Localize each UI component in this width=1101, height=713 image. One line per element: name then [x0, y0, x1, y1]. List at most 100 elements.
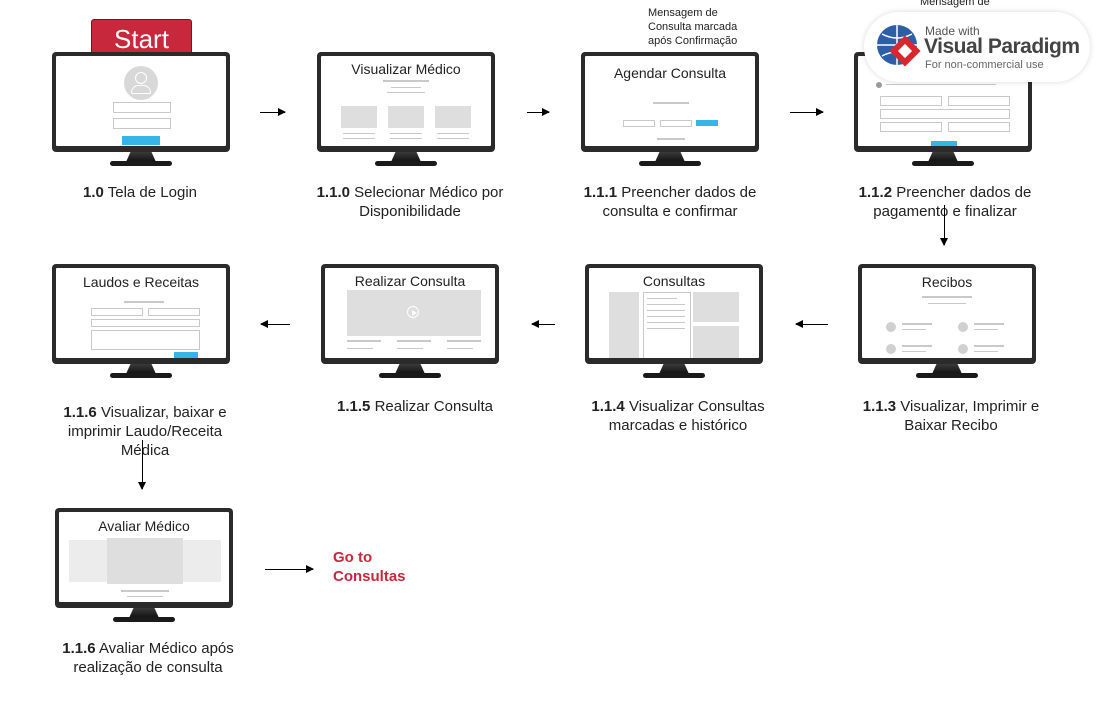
caption-laudos-receitas: 1.1.6 Visualizar, baixar e imprimir Laud… [30, 403, 260, 460]
caption-text: Tela de Login [107, 184, 197, 201]
goto-line: Consultas [333, 568, 406, 585]
confirm-button[interactable] [696, 120, 718, 126]
password-field[interactable] [113, 118, 171, 129]
flow-arrow [260, 320, 290, 328]
caption-text: Preencher dados de [896, 184, 1032, 201]
monitor-frame: Realizar Consulta [321, 264, 499, 364]
date-field[interactable] [623, 120, 655, 127]
screen-title: Consultas [642, 273, 706, 289]
screen-realizar-consulta[interactable]: Realizar Consulta [321, 264, 499, 384]
finish-button[interactable] [931, 141, 957, 146]
watermark-sub: For non-commercial use [925, 59, 1044, 71]
card-number-field[interactable] [880, 109, 1010, 119]
caption-text: Preencher dados de [621, 184, 757, 201]
visual-paradigm-watermark: Made with Visual Paradigm For non-commer… [864, 12, 1090, 82]
caption-number: 1.1.3 [862, 398, 897, 415]
caption-recibos: 1.1.3 Visualizar, Imprimir e Baixar Reci… [836, 397, 1066, 435]
form-field[interactable] [148, 308, 200, 316]
doctor-photo [107, 538, 183, 584]
caption-number: 1.1.2 [858, 184, 893, 201]
confirmation-note: Mensagem de Consulta marcada após Confir… [648, 6, 737, 48]
monitor-frame: Visualizar Médico [317, 52, 495, 152]
flow-arrow [795, 320, 828, 328]
doctor-card[interactable] [388, 106, 424, 128]
goto-line: Go to [333, 549, 373, 566]
monitor-frame: Recibos [858, 264, 1036, 364]
screen-visualizar-medico[interactable]: Visualizar Médico [317, 52, 495, 172]
monitor-frame: Agendar Consulta [581, 52, 759, 152]
monitor-frame: Laudos e Receitas [52, 264, 230, 364]
caption-visualizar-medico: 1.1.0 Selecionar Médico por Disponibilid… [295, 183, 525, 221]
flow-arrow [531, 320, 555, 328]
caption-realizar-consulta: 1.1.5 Realizar Consulta [300, 397, 530, 416]
goto-consultas-link[interactable]: Go to Consultas [333, 548, 406, 586]
visual-paradigm-logo-icon [877, 25, 921, 67]
screen-login[interactable] [52, 52, 230, 172]
caption-pagamento: 1.1.2 Preencher dados de pagamento e fin… [830, 183, 1060, 221]
caption-consultas: 1.1.4 Visualizar Consultas marcadas e hi… [563, 397, 793, 435]
caption-text: Visualizar, Imprimir e [900, 398, 1040, 415]
note-line: Mensagem de [920, 0, 990, 8]
caption-text: Visualizar, baixar e [100, 404, 227, 421]
download-button[interactable] [174, 352, 198, 358]
flow-arrow [790, 108, 824, 116]
note-line: Consulta marcada [648, 21, 738, 33]
time-field[interactable] [660, 120, 692, 127]
consultation-list[interactable] [643, 292, 691, 358]
video-thumbnail[interactable] [693, 326, 739, 358]
payment-field[interactable] [948, 122, 1010, 132]
caption-text: Selecionar Médico por [354, 184, 504, 201]
caption-number: 1.1.6 [62, 640, 96, 657]
screen-title: Avaliar Médico [98, 518, 190, 534]
form-field[interactable] [91, 319, 200, 327]
screen-recibos[interactable]: Recibos [858, 264, 1036, 384]
text-area[interactable] [91, 330, 200, 350]
monitor-frame: Consultas [585, 264, 763, 364]
play-icon[interactable] [407, 306, 419, 318]
caption-agendar-consulta: 1.1.1 Preencher dados de consulta e conf… [555, 183, 785, 221]
clipped-note: Mensagem de [920, 0, 990, 8]
payment-field[interactable] [880, 122, 942, 132]
caption-avaliar-medico: 1.1.6 Avaliar Médico após realização de … [33, 639, 263, 677]
screen-title: Laudos e Receitas [83, 274, 199, 290]
doctor-card[interactable] [341, 106, 377, 128]
flow-arrow-down [940, 205, 948, 246]
caption-text: Avaliar Médico após [98, 640, 234, 657]
caption-text: consulta e confirmar [602, 203, 738, 220]
caption-text: marcadas e histórico [608, 417, 748, 434]
screen-title: Recibos [921, 274, 973, 290]
caption-number: 1.1.6 [63, 404, 97, 421]
caption-text: Visualizar Consultas [628, 398, 765, 415]
caption-text: Realizar Consulta [374, 398, 493, 415]
screen-avaliar-medico[interactable]: Avaliar Médico [55, 508, 233, 628]
watermark-made-with: Made with [925, 24, 980, 38]
image-icon [693, 292, 739, 322]
payment-field[interactable] [880, 96, 942, 106]
monitor-frame: Avaliar Médico [55, 508, 233, 608]
payment-field[interactable] [948, 96, 1010, 106]
flow-arrow [260, 108, 286, 116]
flow-arrow [527, 108, 550, 116]
flow-arrow [265, 565, 314, 573]
doctor-card[interactable] [435, 106, 471, 128]
flow-arrow-down [138, 440, 146, 490]
screen-laudos-receitas[interactable]: Laudos e Receitas [52, 264, 230, 384]
screen-agendar-consulta[interactable]: Agendar Consulta [581, 52, 759, 172]
caption-number: 1.0 [82, 184, 104, 201]
screen-consultas[interactable]: Consultas [585, 264, 763, 384]
caption-text: Médica [120, 442, 170, 459]
note-line: Mensagem de [648, 7, 718, 19]
form-field[interactable] [91, 308, 143, 316]
caption-text: realização de consulta [73, 659, 223, 676]
caption-text: imprimir Laudo/Receita [67, 423, 223, 440]
username-field[interactable] [113, 102, 171, 113]
caption-login: 1.0 Tela de Login [25, 183, 255, 202]
login-button[interactable] [122, 136, 160, 145]
caption-text: pagamento e finalizar [873, 203, 1017, 220]
screen-title: Realizar Consulta [354, 273, 466, 289]
caption-number: 1.1.1 [583, 184, 618, 201]
caption-number: 1.1.0 [316, 184, 350, 201]
watermark-brand: Visual Paradigm [924, 35, 1080, 58]
monitor-frame [52, 52, 230, 152]
sidebar-panel [609, 292, 639, 358]
